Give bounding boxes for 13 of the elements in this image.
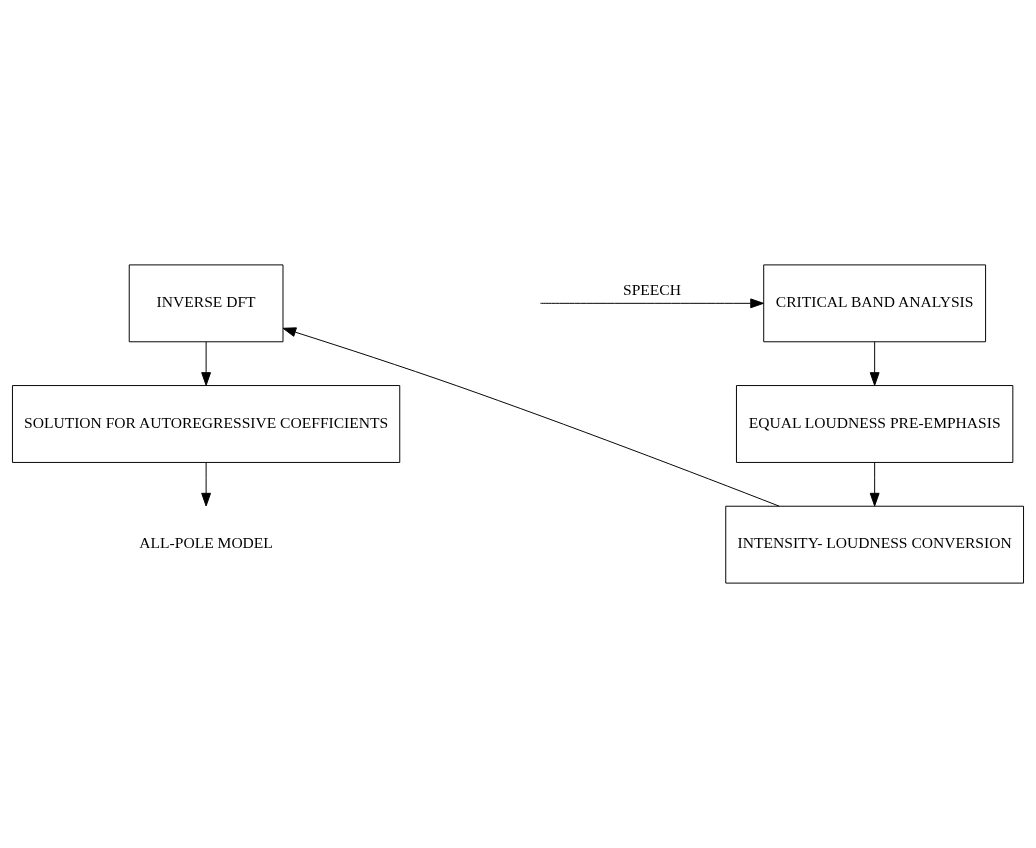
arrow bbox=[539, 298, 764, 309]
node-box: CRITICAL BAND ANALYSIS bbox=[763, 264, 987, 343]
arrow bbox=[869, 462, 880, 507]
node-box: SOLUTION FOR AUTOREGRESSIVE COEFFICIENTS bbox=[11, 385, 401, 463]
arrow bbox=[201, 341, 212, 386]
node-box: INTENSITY- LOUDNESS CONVERSION bbox=[725, 505, 1025, 584]
node-box: EQUAL LOUDNESS PRE-EMPHASIS bbox=[736, 385, 1014, 463]
arrow bbox=[201, 462, 212, 507]
node-box: INVERSE DFT bbox=[128, 264, 284, 343]
node-text: ALL-POLE MODEL bbox=[139, 534, 273, 552]
edge-label: SPEECH bbox=[623, 281, 681, 299]
arrow bbox=[869, 341, 880, 386]
arrow bbox=[282, 327, 780, 507]
